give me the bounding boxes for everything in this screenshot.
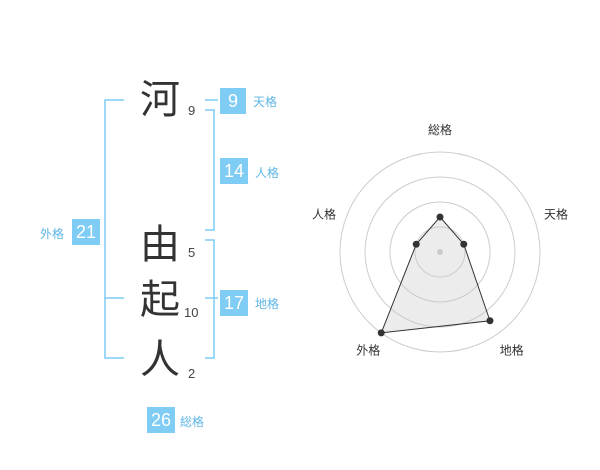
name-char-1-strokes: 9	[188, 103, 196, 118]
radar-center	[437, 249, 443, 255]
radar-point-5	[412, 240, 420, 248]
radar-point-2	[460, 240, 468, 248]
radar-point-3	[486, 317, 494, 325]
jinkaku-bracket	[205, 109, 215, 231]
radar-axis-label-1: 総格	[428, 122, 452, 137]
radar-ring	[339, 151, 541, 353]
radar-grid	[339, 151, 541, 353]
name-char-2-strokes: 5	[188, 245, 196, 260]
name-char-4-strokes: 2	[188, 366, 196, 381]
radar-ring	[364, 176, 516, 328]
radar-axis-label-2: 天格	[544, 206, 568, 221]
radar-ring	[389, 201, 491, 303]
radar-axis-label-4: 外格	[356, 343, 380, 358]
name-char-4: 人	[140, 337, 180, 383]
gaikaku-box: 21	[72, 219, 100, 245]
chikaku-label: 地格	[255, 297, 280, 311]
jinkaku-label: 人格	[255, 166, 280, 180]
gaikaku-label: 外格	[40, 227, 65, 241]
jinkaku-box: 14	[220, 158, 248, 184]
name-char-3: 起	[140, 277, 180, 323]
radar-axis-label-5: 人格	[312, 206, 336, 221]
name-char-2: 由	[140, 222, 180, 268]
gaikaku-bracket	[104, 99, 124, 359]
soukaku-box: 26	[147, 407, 175, 433]
chikaku-bracket	[205, 239, 215, 359]
radar-point-1	[436, 213, 444, 221]
radar-ring	[414, 226, 466, 278]
radar-axis-label-3: 地格	[500, 343, 524, 358]
chikaku-box: 17	[220, 290, 248, 316]
name-char-1: 河	[140, 77, 180, 123]
tenkaku-label: 天格	[253, 95, 278, 109]
tenkaku-box: 9	[220, 88, 246, 114]
name-char-3-strokes: 10	[184, 305, 199, 320]
radar-polygon	[380, 216, 491, 334]
radar-point-4	[377, 329, 385, 337]
soukaku-label: 総格	[180, 415, 205, 429]
